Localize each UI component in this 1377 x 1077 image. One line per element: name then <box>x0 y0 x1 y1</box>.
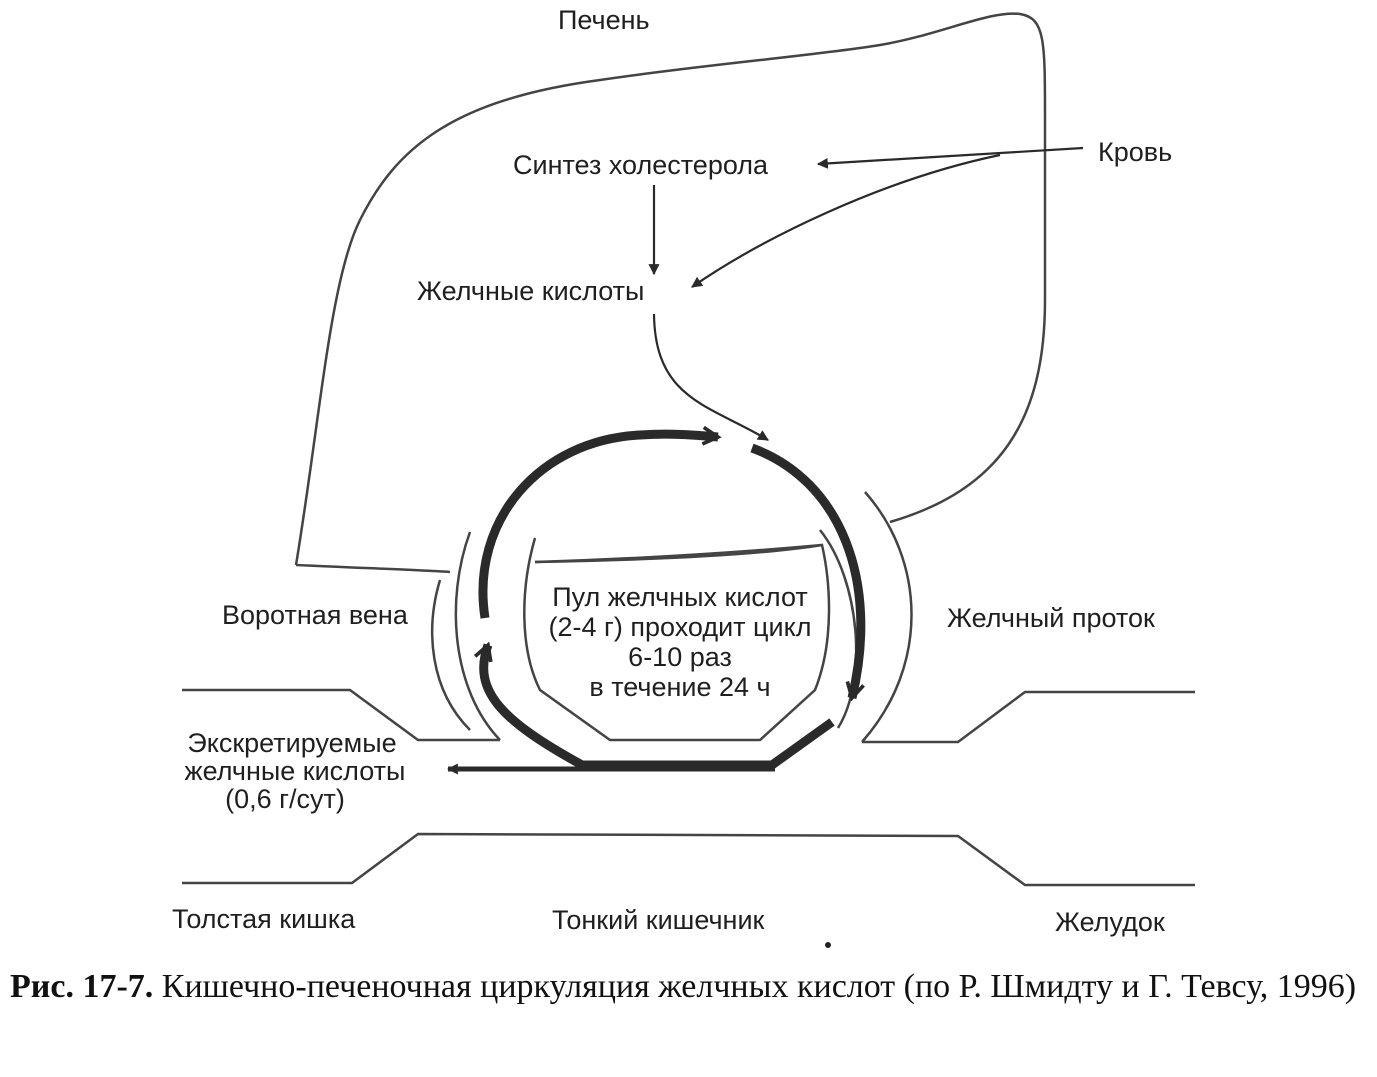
label-pool-line2: (2-4 г) проходит цикл <box>549 612 812 642</box>
arrow-blood-to-synthesis <box>816 146 1084 169</box>
label-stomach: Желудок <box>1055 907 1165 937</box>
intestine-upper-wall-right <box>862 690 1195 744</box>
label-portal-vein: Воротная вена <box>222 600 409 630</box>
label-cholesterol-synthesis: Синтез холестерола <box>513 150 769 180</box>
intestine-upper-wall-left <box>182 688 500 742</box>
label-blood: Кровь <box>1098 137 1172 167</box>
label-bile-duct: Желчный проток <box>947 603 1155 633</box>
label-pool-line3: 6-10 раз <box>628 642 732 672</box>
portal-vein-inner-curve <box>431 579 471 731</box>
portal-vein-inner <box>295 563 451 574</box>
pool-inner-loop <box>523 537 831 742</box>
label-pool-line1: Пул желчных кислот <box>552 582 808 612</box>
caption-text: Кишечно-печеночная циркуляция желчных ки… <box>161 968 1357 1005</box>
cycle-arrow-bottom <box>484 645 835 770</box>
figure-caption: Рис. 17-7. Кишечно-печеночная циркуляция… <box>10 968 1370 1006</box>
bile-duct-inner <box>819 529 858 729</box>
liver-outline <box>294 12 1047 566</box>
label-bile-acids: Желчные кислоты <box>417 276 644 306</box>
label-small-intestine: Тонкий кишечник <box>552 905 765 935</box>
label-colon: Толстая кишка <box>172 904 356 934</box>
label-pool-line4: в течение 24 ч <box>589 672 770 702</box>
label-excreted-line3: (0,6 г/сут) <box>225 784 345 814</box>
portal-vein-outer <box>454 531 501 741</box>
arrow-blood-to-bile-acids <box>691 153 1001 288</box>
label-excreted-line1: Экскретируемые <box>187 728 396 758</box>
label-excreted-line2: желчные кислоты <box>185 756 406 786</box>
bile-duct-outer <box>861 491 913 743</box>
arrow-bile-acids-to-cycle <box>652 313 769 441</box>
cycle-arrow-top-left <box>478 434 718 619</box>
cycle-arrow-right <box>750 443 866 698</box>
liver-bottom-edge <box>534 543 823 564</box>
caption-prefix: Рис. 17-7. <box>10 968 154 1005</box>
label-liver: Печень <box>558 5 650 35</box>
intestine-lower-wall <box>182 832 1195 887</box>
stray-dot <box>825 942 831 948</box>
